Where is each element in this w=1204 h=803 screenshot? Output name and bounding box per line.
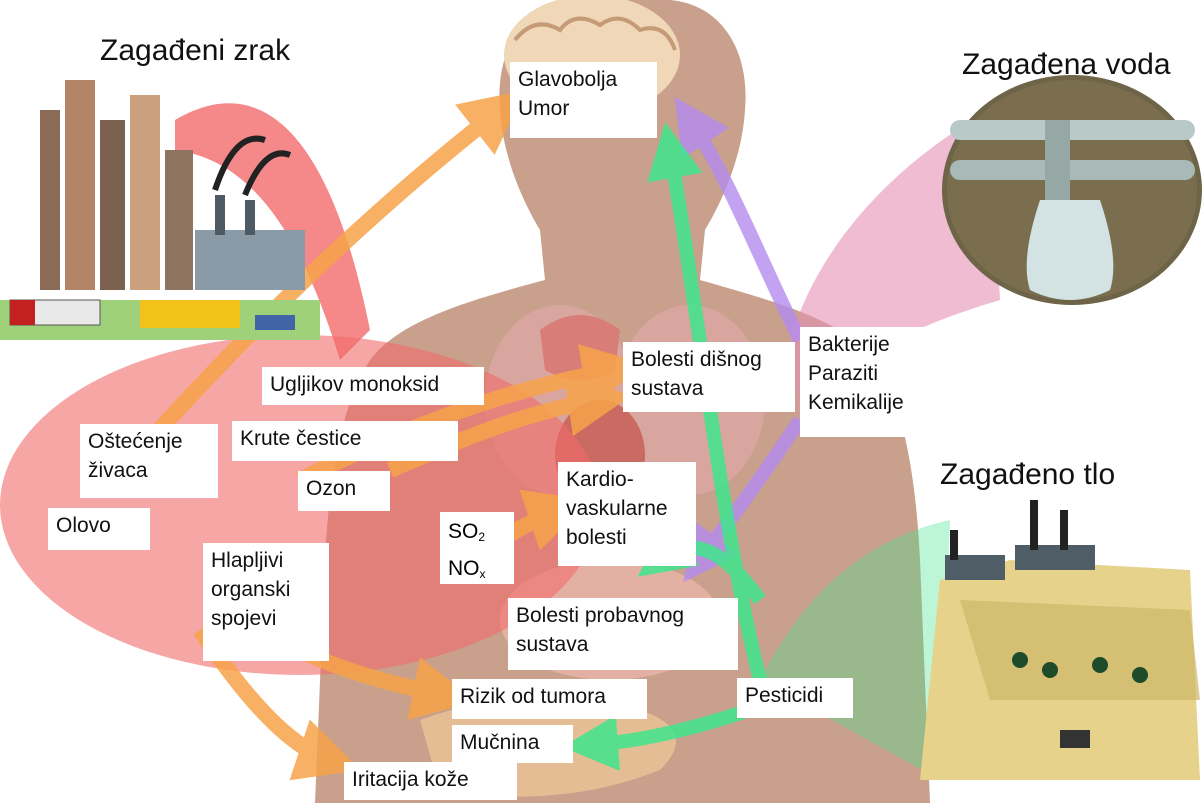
label-so2-nox: SO2 NOx [440, 512, 514, 584]
so2-text: SO [448, 520, 479, 543]
so2-formula: SO2 [448, 516, 506, 553]
label-headache-fatigue: Glavobolja Umor [510, 62, 657, 138]
heading-polluted-soil: Zagađeno tlo [940, 458, 1116, 491]
polluted-water-image [942, 75, 1202, 305]
label-tumor-risk: Rizik od tumora [452, 679, 647, 719]
nox-subscript: x [479, 567, 486, 581]
polluted-farmland-image [920, 500, 1200, 780]
label-nausea: Mučnina [452, 725, 573, 763]
label-nerve-damage: Oštećenje živaca [80, 424, 218, 498]
label-pesticides: Pesticidi [737, 678, 853, 718]
nox-formula: NOx [448, 553, 506, 590]
label-carbon-monoxide: Ugljikov monoksid [262, 367, 484, 405]
label-skin-irritation: Iritacija kože [344, 762, 517, 800]
label-volatile-organic-compounds: Hlapljivi organski spojevi [203, 543, 329, 661]
label-digestive-disease: Bolesti probavnog sustava [508, 598, 738, 670]
label-cardiovascular-disease: Kardio- vaskularne bolesti [558, 462, 696, 566]
label-respiratory-disease: Bolesti dišnog sustava [623, 342, 795, 412]
label-water-agents: Bakterije Paraziti Kemikalije [800, 327, 960, 437]
heading-polluted-water: Zagađena voda [962, 48, 1171, 81]
label-ozone: Ozon [298, 471, 390, 511]
so2-subscript: 2 [478, 530, 486, 544]
label-lead: Olovo [48, 508, 150, 550]
soil-pollution-cloud [760, 520, 950, 780]
nox-text: NO [448, 557, 480, 580]
label-particulate-matter: Krute čestice [232, 421, 458, 461]
polluted-city-image [0, 80, 320, 340]
heading-polluted-air: Zagađeni zrak [100, 34, 291, 67]
